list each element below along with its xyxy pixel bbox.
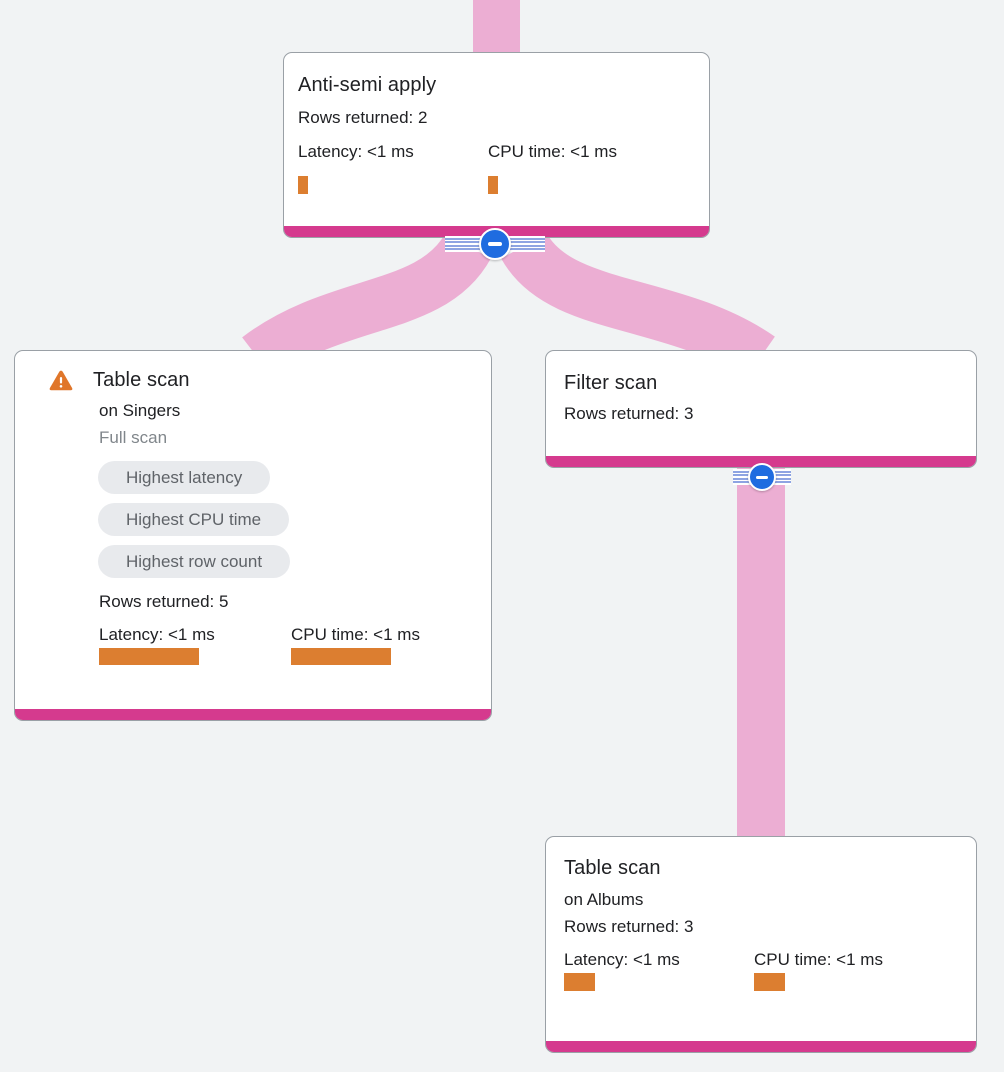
cpu-time-bar — [291, 648, 391, 665]
badge-highest-cpu-time: Highest CPU time — [98, 503, 290, 536]
badge-highest-latency: Highest latency — [98, 461, 271, 494]
node-title: Table scan — [93, 369, 190, 391]
scan-type-label: Full scan — [99, 428, 168, 447]
edge-anti-semi-to-table-scan-singers — [242, 232, 491, 380]
cpu-time-bar — [488, 176, 498, 194]
rows-returned-label: Rows returned: 3 — [564, 404, 694, 423]
latency-bar — [99, 648, 199, 665]
plan-node-anti-semi-apply[interactable]: Anti-semi apply Rows returned: 2 Latency… — [283, 52, 710, 238]
node-footer-bar — [546, 456, 976, 467]
node-subtitle: on Albums — [564, 890, 644, 909]
badge-highest-row-count: Highest row count — [98, 545, 291, 578]
latency-label: Latency: <1 ms — [564, 950, 680, 969]
rows-returned-label: Rows returned: 5 — [99, 592, 229, 611]
edge-parent-to-anti-semi — [473, 0, 520, 56]
cpu-time-label: CPU time: <1 ms — [488, 142, 617, 161]
minus-circle-icon — [756, 475, 768, 479]
plan-node-table-scan-albums[interactable]: Table scan on Albums Rows returned: 3 La… — [545, 836, 977, 1053]
collapse-button-anti-semi[interactable] — [479, 228, 511, 260]
latency-label: Latency: <1 ms — [99, 625, 215, 644]
cpu-time-bar — [754, 973, 785, 991]
node-title: Table scan — [564, 857, 661, 879]
node-title: Filter scan — [564, 372, 658, 394]
warning-triangle-icon — [49, 370, 73, 390]
rows-returned-label: Rows returned: 3 — [564, 917, 694, 936]
node-subtitle: on Singers — [99, 401, 181, 420]
plan-node-table-scan-singers[interactable]: Table scan on Singers Full scan Highest … — [14, 350, 492, 721]
edge-anti-semi-to-filter-scan — [501, 231, 775, 380]
minus-circle-icon — [488, 242, 502, 246]
cpu-time-label: CPU time: <1 ms — [291, 625, 420, 644]
latency-label: Latency: <1 ms — [298, 142, 414, 161]
node-title: Anti-semi apply — [298, 74, 437, 96]
rows-returned-label: Rows returned: 2 — [298, 108, 428, 127]
latency-bar — [564, 973, 595, 991]
collapse-button-filter-scan[interactable] — [748, 463, 776, 491]
edge-filter-scan-to-table-scan-albums — [737, 458, 785, 838]
cpu-time-label: CPU time: <1 ms — [754, 950, 883, 969]
plan-node-filter-scan[interactable]: Filter scan Rows returned: 3 — [545, 350, 977, 468]
node-footer-bar — [15, 709, 491, 720]
latency-bar — [298, 176, 308, 194]
node-footer-bar — [546, 1041, 976, 1052]
